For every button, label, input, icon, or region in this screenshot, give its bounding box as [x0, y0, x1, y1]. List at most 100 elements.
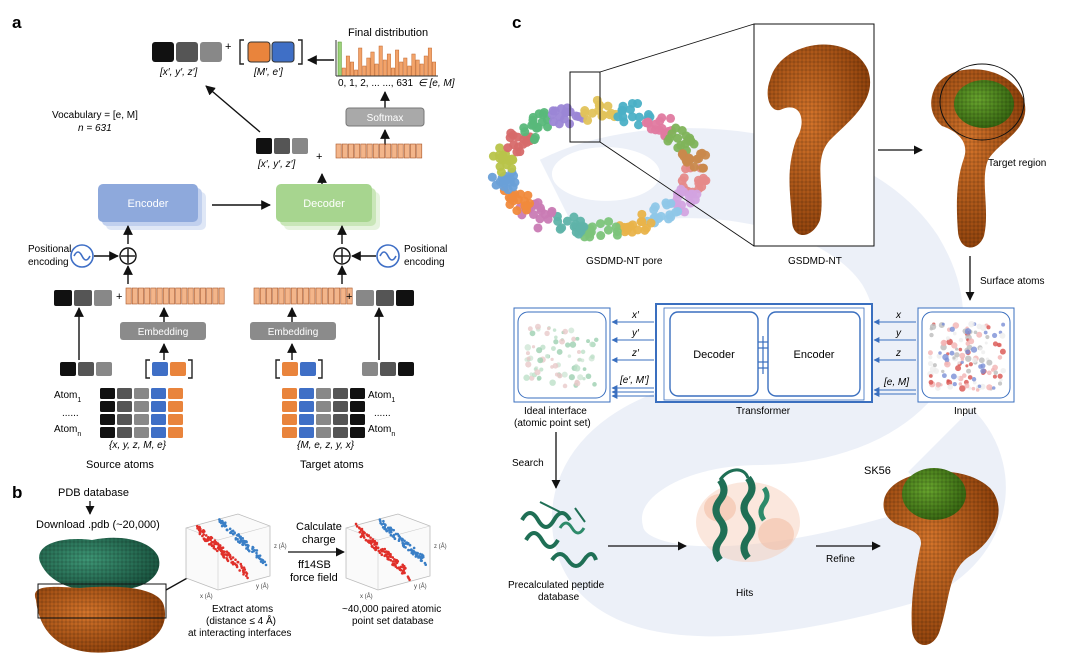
encoder-label: Encoder — [128, 198, 169, 210]
sine-wave-icon — [70, 244, 94, 268]
sk56-label: SK56 — [864, 465, 891, 477]
target-atom-dots: ...... — [374, 408, 391, 419]
target-plus: + — [346, 291, 352, 303]
transformer-box: Decoder Encoder — [655, 303, 873, 403]
panel-label-a: a — [12, 13, 22, 32]
input-box — [917, 307, 1015, 403]
download-label: Download .pdb (~20,000) — [36, 519, 160, 531]
scatter1-y-axis: y (Å) — [256, 583, 269, 590]
final-distribution-title: Final distribution — [348, 27, 428, 39]
input-z-label: z — [895, 348, 901, 359]
embedding-strip-left — [125, 287, 225, 305]
hits-label: Hits — [736, 588, 753, 599]
vocabulary-size: n = 631 — [78, 123, 112, 134]
output-me-label: [M′, e′] — [253, 67, 283, 78]
ideal-interface-box — [513, 307, 611, 403]
embedding-label-right: Embedding — [268, 327, 319, 338]
vocabulary-label: Vocabulary = [e, M] — [52, 110, 138, 121]
decoder-label: Decoder — [303, 198, 345, 210]
embedding-strip-right — [253, 287, 353, 305]
source-xyz-group — [60, 362, 112, 376]
pore-label: GSDMD-NT pore — [586, 256, 663, 267]
plus-circle-icon — [119, 247, 137, 265]
plus-circle-icon — [333, 247, 351, 265]
peptide-database-image — [520, 501, 598, 568]
gsdmd-pore-ring — [487, 95, 711, 242]
transformer-encoder-label: Encoder — [794, 349, 835, 361]
panel-label-b: b — [12, 483, 22, 502]
input-x-label: x — [895, 310, 902, 321]
atomic-scatter-plot-1: x (Å) y (Å) z (Å) — [185, 513, 287, 600]
search-label: Search — [512, 458, 544, 469]
output-plus: + — [225, 41, 231, 53]
target-region-structure — [931, 63, 1026, 248]
target-atoms-label: Target atoms — [300, 459, 364, 471]
target-xyz-tokens — [356, 290, 414, 306]
peptide-database-label-1: Precalculated peptide — [508, 580, 605, 591]
gsdmd-nt-label: GSDMD-NT — [788, 256, 842, 267]
pdb-database-label: PDB database — [58, 487, 129, 499]
output-z-label: z′ — [631, 348, 640, 359]
target-xyz-group — [362, 362, 414, 376]
target-atom-1-label: Atom1 — [368, 390, 395, 404]
paired-db-label-2: point set database — [352, 616, 434, 627]
peptide-database-label-2: database — [538, 592, 580, 603]
scatter2-y-axis: y (Å) — [414, 583, 427, 590]
pdb-complex-image — [34, 537, 167, 653]
softmax-label: Softmax — [367, 113, 404, 124]
positional-encoding-left-1: Positional — [28, 244, 71, 255]
scatter1-z-axis: z (Å) — [274, 543, 287, 550]
pore-zoom-box — [569, 71, 601, 143]
output-y-label: y′ — [631, 328, 640, 339]
refine-label: Refine — [826, 554, 855, 565]
ideal-interface-label-1: Ideal interface — [524, 406, 587, 417]
source-order-label: {x, y, z, M, e} — [109, 440, 167, 451]
distribution-ticks: 0, 1, 2, ... ..., 631 — [338, 78, 413, 89]
scatter2-z-axis: z (Å) — [434, 543, 447, 550]
decoder-output-plus: + — [316, 151, 322, 163]
input-label: Input — [954, 406, 976, 417]
ideal-interface-label-2: (atomic point set) — [514, 418, 591, 429]
final-distribution-bars — [337, 41, 436, 77]
panel-label-c: c — [512, 13, 521, 32]
softmax-box — [345, 107, 425, 127]
embedding-label-left: Embedding — [138, 327, 189, 338]
source-plus: + — [116, 291, 122, 303]
target-atom-n-label: Atomn — [368, 424, 395, 438]
extract-label-3: at interacting interfaces — [188, 628, 291, 639]
calculate-label-2: charge — [302, 534, 336, 546]
target-atom-grid — [282, 388, 365, 438]
extract-label-2: (distance ≤ 4 Å) — [206, 614, 276, 627]
output-xyz-label: [x′, y′, z′] — [159, 67, 198, 78]
surface-atoms-label: Surface atoms — [980, 276, 1044, 287]
embedding-box-left — [120, 322, 206, 340]
source-me-group — [145, 359, 193, 379]
input-em-label: [e, M] — [883, 377, 909, 388]
target-region-label: Target region — [988, 158, 1046, 169]
panel-b: b PDB database Download .pdb (~20,000) x… — [12, 483, 447, 653]
scatter1-x-axis: x (Å) — [200, 593, 213, 600]
positional-encoding-right-2: encoding — [404, 257, 445, 268]
decoder-output-label: [x′, y′, z′] — [257, 159, 296, 170]
output-xyz-tokens — [152, 42, 222, 62]
extract-label-1: Extract atoms — [212, 604, 273, 615]
panel-a: a + [x′, y′, z′] [M′, e′] Final distribu… — [12, 13, 455, 471]
source-atoms-label: Source atoms — [86, 459, 154, 471]
gsdmd-nt-structure — [767, 44, 871, 235]
calculate-label-1: Calculate — [296, 521, 342, 533]
transformer-label: Transformer — [736, 406, 791, 417]
output-me-tokens — [239, 39, 303, 65]
distribution-set: ∈ [e, M] — [418, 78, 455, 89]
source-atom-n-label: Atomn — [54, 424, 81, 438]
output-x-label: x′ — [631, 310, 640, 321]
target-me-group — [275, 359, 323, 379]
source-atom-dots: ...... — [62, 408, 79, 419]
scatter2-x-axis: x (Å) — [360, 593, 373, 600]
sine-wave-icon — [376, 244, 400, 268]
decoder-box: Decoder — [276, 184, 380, 230]
transformer-decoder-label: Decoder — [693, 349, 735, 361]
positional-encoding-right-1: Positional — [404, 244, 447, 255]
positional-encoding-left-2: encoding — [28, 257, 69, 268]
embedding-box-right — [250, 322, 336, 340]
